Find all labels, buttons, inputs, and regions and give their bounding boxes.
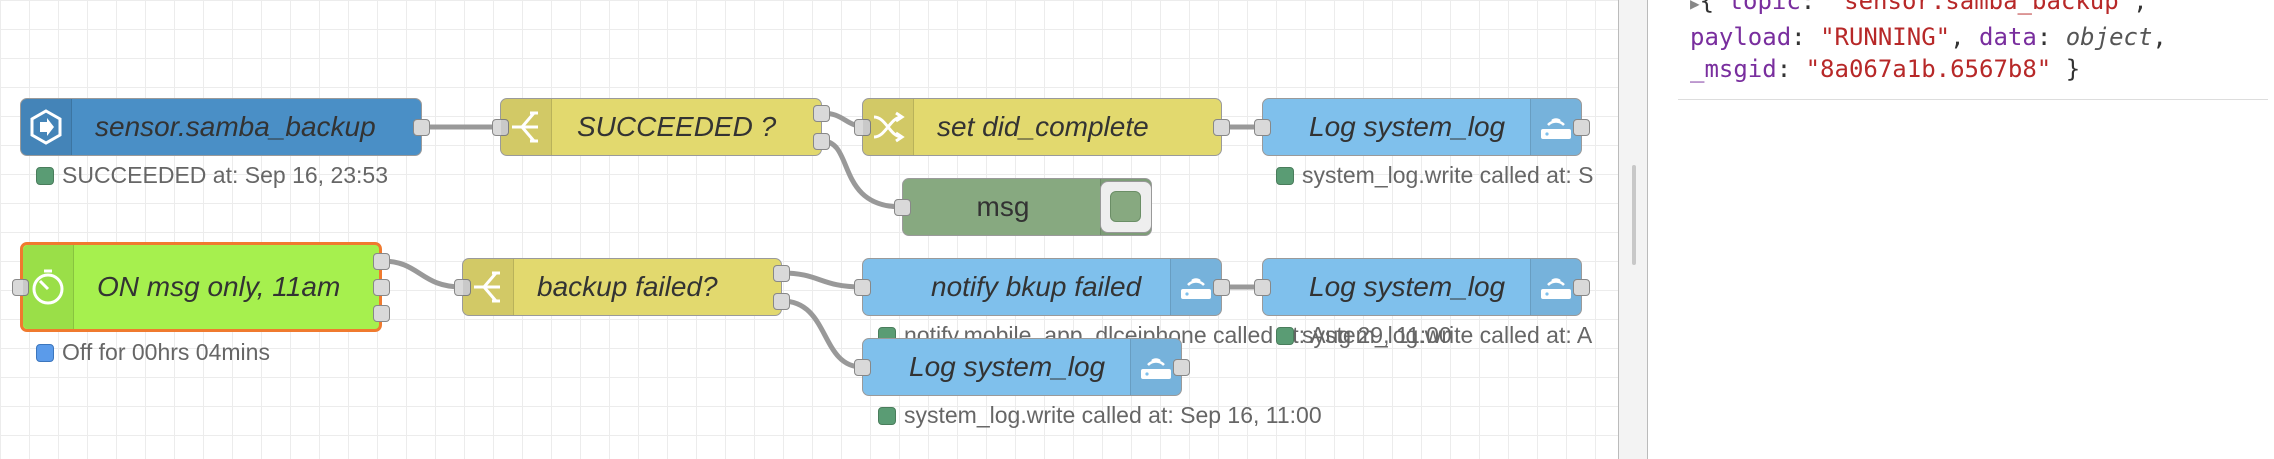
status-dot — [36, 166, 54, 185]
node-label: Log system_log — [1309, 271, 1506, 302]
node-log-system-log-2[interactable]: Log system_log — [1254, 258, 1590, 316]
arrow-right-hexagon-icon — [21, 99, 72, 155]
output-port[interactable] — [773, 293, 790, 310]
status-log-system-log-2: system_log.write called at: A — [1276, 322, 1592, 349]
wire — [781, 270, 863, 290]
node-set-did-complete[interactable]: set did_complete — [854, 98, 1230, 156]
wire — [381, 258, 463, 290]
status-log-system-log-3: system_log.write called at: Sep 16, 11:0… — [878, 402, 1322, 429]
node-samba-sensor[interactable]: sensor.samba_backup — [20, 98, 430, 156]
output-port[interactable] — [813, 105, 830, 122]
expand-caret-icon[interactable]: ▶ — [1690, 0, 1700, 13]
timer-icon — [23, 245, 74, 329]
input-port[interactable] — [1254, 279, 1271, 296]
sidebar-resize-handle[interactable] — [1618, 0, 1648, 459]
node-label: backup failed? — [537, 271, 718, 302]
output-port[interactable] — [813, 133, 830, 150]
status-log-system-log-1: system_log.write called at: S — [1276, 162, 1593, 189]
router-icon — [1530, 99, 1581, 155]
input-port[interactable] — [1254, 119, 1271, 136]
output-port[interactable] — [1573, 279, 1590, 296]
node-succeeded-switch[interactable]: SUCCEEDED ? — [492, 98, 830, 156]
output-port[interactable] — [413, 119, 430, 136]
status-dot — [36, 343, 54, 362]
node-on-msg-only[interactable]: ON msg only, 11am — [12, 242, 390, 332]
resize-grip — [1632, 165, 1636, 265]
flow-wires — [381, 110, 1262, 370]
node-label: Log system_log — [1309, 111, 1506, 142]
node-label: notify bkup failed — [931, 271, 1142, 302]
input-port[interactable] — [454, 279, 471, 296]
debug-toggle-button[interactable] — [1100, 181, 1152, 233]
input-port[interactable] — [854, 359, 871, 376]
node-backup-failed[interactable]: backup failed? — [454, 258, 790, 316]
node-notify-bkup-failed[interactable]: notify bkup failed — [854, 258, 1230, 316]
router-icon — [1530, 259, 1581, 315]
wire — [781, 298, 863, 370]
output-port[interactable] — [373, 279, 390, 296]
input-port[interactable] — [894, 199, 911, 216]
output-port[interactable] — [773, 265, 790, 282]
input-port[interactable] — [12, 279, 29, 296]
status-dot — [1276, 166, 1294, 185]
input-port[interactable] — [854, 119, 871, 136]
status-on-msg-only: Off for 00hrs 04mins — [36, 339, 270, 366]
debug-toggle-indicator — [1110, 191, 1141, 222]
output-port[interactable] — [1573, 119, 1590, 136]
status-dot — [1276, 326, 1294, 345]
status-samba-sensor: SUCCEEDED at: Sep 16, 23:53 — [36, 162, 388, 189]
node-label: sensor.samba_backup — [95, 111, 376, 142]
node-log-system-log-3[interactable]: Log system_log — [854, 338, 1190, 396]
debug-sidebar: ▶{ topic: "sensor.samba_backup", payload… — [1660, 0, 2274, 459]
output-port[interactable] — [1213, 279, 1230, 296]
node-label: ON msg only, 11am — [97, 271, 341, 302]
debug-message[interactable]: ▶{ topic: "sensor.samba_backup", payload… — [1678, 0, 2268, 100]
switch-branch-icon — [463, 259, 514, 315]
input-port[interactable] — [854, 279, 871, 296]
status-dot — [878, 406, 896, 425]
node-label: Log system_log — [909, 351, 1106, 382]
output-port[interactable] — [373, 305, 390, 322]
node-label: set did_complete — [937, 111, 1149, 142]
node-log-system-log-1[interactable]: Log system_log — [1254, 98, 1590, 156]
output-port[interactable] — [373, 253, 390, 270]
node-label: msg — [976, 191, 1030, 222]
node-label: SUCCEEDED ? — [577, 111, 777, 142]
router-icon — [1170, 259, 1221, 315]
input-port[interactable] — [492, 119, 509, 136]
switch-branch-icon — [501, 99, 552, 155]
shuffle-icon — [863, 99, 914, 155]
flow-canvas[interactable]: sensor.samba_backup SUCCEEDED at: Sep 16… — [0, 0, 1618, 459]
output-port[interactable] — [1213, 119, 1230, 136]
output-port[interactable] — [1173, 359, 1190, 376]
router-icon — [1130, 339, 1181, 395]
wire — [821, 138, 903, 210]
